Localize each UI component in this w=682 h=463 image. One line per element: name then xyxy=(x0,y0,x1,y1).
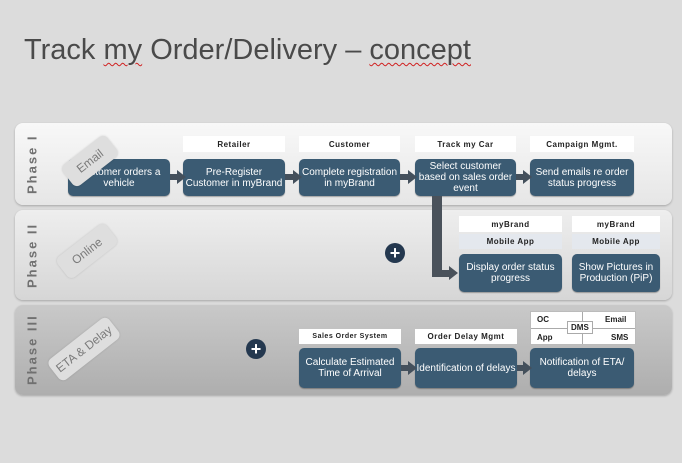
step-complete-registration: Complete registration in myBrand xyxy=(299,159,400,196)
arrow-icon xyxy=(401,361,417,375)
title-prefix: Track xyxy=(24,34,104,66)
phase-3-label: Phase III xyxy=(24,314,40,386)
header-customer: Customer xyxy=(299,136,400,152)
phase-2-label: Phase II xyxy=(24,222,40,288)
arrow-icon xyxy=(285,170,302,184)
dms-email: Email xyxy=(605,315,627,324)
phase-2-band xyxy=(15,210,672,300)
dms-oc: OC xyxy=(537,315,549,324)
dms-sms: SMS xyxy=(611,333,629,342)
step-select-customer: Select customer based on sales order eve… xyxy=(415,159,516,196)
dms-app: App xyxy=(537,333,553,342)
page-title: Track my Order/Delivery – concept xyxy=(24,34,471,67)
subheader-mobile-app-2: Mobile App xyxy=(572,234,660,249)
header-campaign-mgmt: Campaign Mgmt. xyxy=(530,136,634,152)
header-sales-order-system: Sales Order System xyxy=(299,329,401,344)
arrow-icon xyxy=(400,170,417,184)
step-identification-delays: Identification of delays xyxy=(415,348,517,388)
arrow-icon xyxy=(170,170,186,184)
step-show-pictures: Show Pictures in Production (PiP) xyxy=(572,254,660,292)
step-notification: Notification of ETA/ delays xyxy=(530,348,634,388)
subheader-mobile-app-1: Mobile App xyxy=(459,234,562,249)
header-mybrand-2: myBrand xyxy=(572,216,660,232)
title-middle: Order/Delivery – xyxy=(142,34,370,66)
header-retailer: Retailer xyxy=(183,136,285,152)
plus-icon: + xyxy=(385,243,405,263)
connector-line xyxy=(432,196,442,276)
step-pre-register: Pre-Register Customer in myBrand xyxy=(183,159,285,196)
arrow-head-icon xyxy=(449,266,458,280)
arrow-icon xyxy=(516,170,532,184)
header-order-delay-mgmt: Order Delay Mgmt xyxy=(415,329,517,344)
title-word-concept: concept xyxy=(369,34,471,66)
title-word-my: my xyxy=(103,34,143,66)
header-mybrand-1: myBrand xyxy=(459,216,562,232)
header-track-my-car: Track my Car xyxy=(415,136,516,152)
step-send-emails: Send emails re order status progress xyxy=(530,159,634,196)
step-calculate-eta: Calculate Estimated Time of Arrival xyxy=(299,348,401,388)
step-display-status: Display order status progress xyxy=(459,254,562,292)
plus-icon: + xyxy=(246,339,266,359)
dms-center: DMS xyxy=(567,321,593,334)
dms-channel-grid: OC Email App SMS DMS xyxy=(530,311,636,345)
arrow-icon xyxy=(517,361,532,375)
phase-1-label: Phase I xyxy=(24,134,40,194)
connector-line xyxy=(432,270,450,277)
